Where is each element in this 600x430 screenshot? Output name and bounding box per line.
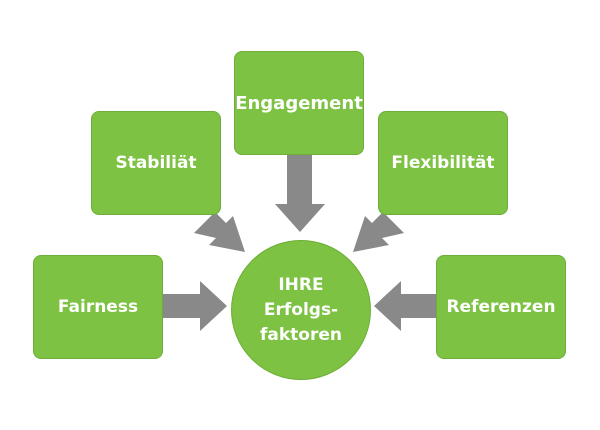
factor-box-engagement: Engagement [234,51,364,155]
center-line-3: faktoren [260,324,342,345]
arrow-stabilitaet [194,212,245,252]
arrow-flexibilitaet [353,212,404,252]
center-line-1: IHRE [278,274,324,295]
arrow-engagement [275,155,325,232]
factor-label-referenzen: Referenzen [446,297,556,317]
factor-label-flexibilitaet: Flexibilität [391,153,495,173]
arrow-referenzen [374,281,436,331]
factor-label-stabilitaet: Stabiliät [115,153,197,173]
factor-label-engagement: Engagement [235,92,363,114]
arrow-fairness [163,281,227,331]
factor-box-flexibilitaet: Flexibilität [378,111,508,215]
center-circle: IHRE Erfolgs- faktoren [231,240,371,380]
factor-box-referenzen: Referenzen [436,255,566,359]
factor-box-stabilitaet: Stabiliät [91,111,221,215]
factor-box-fairness: Fairness [33,255,163,359]
factor-label-fairness: Fairness [57,297,139,317]
center-line-2: Erfolgs- [263,299,339,320]
